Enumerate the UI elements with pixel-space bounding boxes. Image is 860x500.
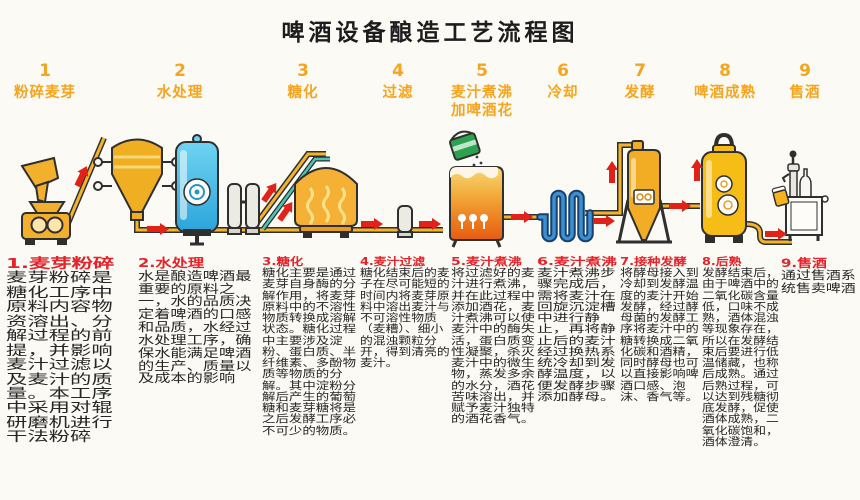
lauter-column-icon <box>397 205 413 238</box>
desc-body: 发酵结束后，由于啤酒中的二氧化碳含量低，口味不成熟，酒体混浊等现象存在，所以在发… <box>702 267 779 448</box>
desc-heading: 8.后熟 <box>702 256 742 268</box>
desc-malt-crushing: 1.麦芽粉碎麦芽粉碎是糖化工序中原料内容物资溶出、分解过程的前提，并影响麦汁过滤… <box>6 257 114 445</box>
step-number: 2 <box>174 61 186 81</box>
desc-selling: 9.售酒通过售酒系统售卖啤酒 <box>781 256 856 294</box>
step-water-treatment: 2 水处理 <box>115 62 245 102</box>
desc-water-treatment: 2.水处理水是酿造啤酒最重要的原料之一，水的品质决定着啤酒的口感和品质，水经过水… <box>138 256 251 385</box>
step-label: 啤酒成熟 <box>694 84 756 101</box>
desc-wort-boiling: 5.麦汁煮沸将过滤好的麦汁进行煮沸，并在此过程中添加酒花，麦汁煮沸可以使麦汁中的… <box>451 256 535 426</box>
heat-exchanger-icon <box>536 189 594 243</box>
step-filtering: 4 过滤 <box>333 62 463 102</box>
desc-body: 糖化结束后的麦子在尽可能短的时间内将麦芽原料中溶出麦汁与不可溶性物质（麦糟）、细… <box>360 267 450 370</box>
step-fermentation: 7 发酵 <box>575 62 705 102</box>
desc-fermentation: 7.接种发酵将酵母接入到冷却到发酵温度的麦汁开始发酵，经过酵母菌的发酵工序将麦汁… <box>620 256 699 403</box>
wort-kettle-icon <box>449 166 504 248</box>
step-number: 1 <box>39 61 51 81</box>
fermenter-icon <box>616 140 672 244</box>
desc-body: 通过售酒系统售卖啤酒 <box>781 268 856 295</box>
step-label: 麦汁煮沸 加啤酒花 <box>451 84 513 119</box>
step-number: 9 <box>799 61 811 81</box>
desc-mashing: 3.糖化糖化主要是通过麦芽自身酶的分解作用，将麦芽原料中的不溶性物质转换成溶解状… <box>262 256 356 437</box>
step-cooling: 6 冷却 <box>498 62 628 102</box>
step-number: 7 <box>634 61 646 81</box>
desc-heading: 7.接种发酵 <box>620 256 687 268</box>
desc-heading: 5.麦汁煮沸 <box>451 256 522 268</box>
desc-body: 将酵母接入到冷却到发酵温度的麦汁开始发酵，经过酵母菌的发酵工序将麦汁中的糖转换成… <box>620 267 699 403</box>
step-crush-malt: 1 粉碎麦芽 <box>0 62 110 102</box>
water-treatment-tank-icon <box>175 134 219 246</box>
step-label: 糖化 <box>287 84 319 101</box>
step-label: 售酒 <box>789 84 821 101</box>
maturation-tank-icon <box>701 132 747 243</box>
step-number: 4 <box>392 61 404 81</box>
step-mashing: 3 糖化 <box>238 62 368 102</box>
step-number: 5 <box>476 61 488 81</box>
malt-mill-icon <box>20 156 71 245</box>
step-boiling-hops: 5 麦汁煮沸 加啤酒花 <box>417 62 547 120</box>
desc-heading: 9.售酒 <box>781 256 827 270</box>
step-number: 3 <box>297 61 309 81</box>
page-title: 啤酒设备酿造工艺流程图 <box>281 20 579 46</box>
desc-heading: 1.麦芽粉碎 <box>6 256 115 272</box>
step-selling: 9 售酒 <box>740 62 860 102</box>
desc-cooling: 6.麦汁煮沸麦汁煮沸步骤完成后，需将麦汁在回旋沉淀槽中进行静止，再将静止后的麦汁… <box>537 256 617 403</box>
mash-tun-icon <box>294 167 358 238</box>
desc-heading: 2.水处理 <box>138 256 205 270</box>
desc-body: 麦芽粉碎是糖化工序中原料内容物资溶出、分解过程的前提，并影响麦汁过滤以及麦汁的质… <box>6 270 113 446</box>
desc-wort-filtering: 4.麦汁过滤糖化结束后的麦子在尽可能短的时间内将麦芽原料中溶出麦汁与不可溶性物质… <box>360 256 450 369</box>
process-diagram <box>20 130 829 248</box>
filter-columns-icon <box>227 183 260 235</box>
desc-body: 水是酿造啤酒最重要的原料之一，水的品质决定着啤酒的口感和品质，水经过水处理工序，… <box>138 268 252 386</box>
step-number: 6 <box>557 61 569 81</box>
desc-heading: 3.糖化 <box>262 256 304 268</box>
step-maturation: 8 啤酒成熟 <box>660 62 790 102</box>
desc-heading: 6.麦汁煮沸 <box>537 256 617 268</box>
desc-maturation: 8.后熟发酵结束后，由于啤酒中的二氧化碳含量低，口味不成熟，酒体混浊等现象存在，… <box>702 256 779 448</box>
step-label: 冷却 <box>547 84 579 101</box>
desc-body: 麦汁煮沸步骤完成后，需将麦汁在回旋沉淀槽中进行静止，再将静止后的麦汁经过换热系统… <box>537 267 616 403</box>
step-label: 发酵 <box>624 84 656 101</box>
desc-heading: 4.麦汁过滤 <box>360 256 426 268</box>
step-label: 水处理 <box>156 84 204 101</box>
step-number: 8 <box>719 61 731 81</box>
step-label: 过滤 <box>382 84 414 101</box>
step-label: 粉碎麦芽 <box>14 84 76 101</box>
desc-body: 糖化主要是通过麦芽自身酶的分解作用，将麦芽原料中的不溶性物质转换成溶解状态。糖化… <box>262 267 357 437</box>
beer-tap-counter-icon <box>771 150 829 241</box>
desc-body: 将过滤好的麦汁进行煮沸，并在此过程中添加酒花，麦汁煮沸可以使麦汁中的酶失活，蛋白… <box>451 267 535 426</box>
malt-silo-icon <box>93 138 181 221</box>
hops-bucket-icon <box>448 130 481 161</box>
